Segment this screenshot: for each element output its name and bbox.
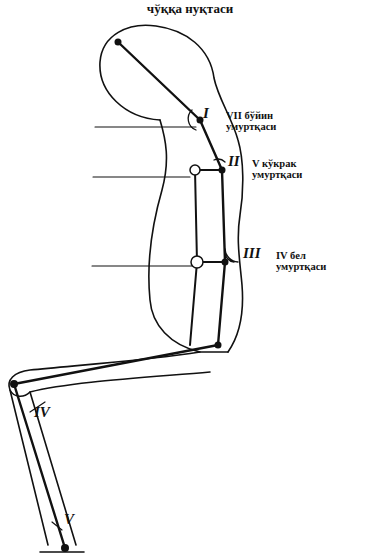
joint-circle [190,165,200,175]
callout-number: V [64,512,88,528]
thigh-outline [9,352,210,396]
vertebra-label: V кўкрак умуртқаси [252,158,322,180]
leader-line [92,127,196,266]
shin-outline [10,390,84,552]
body-link-line [14,42,225,548]
joint-dot [115,39,122,46]
callout-number: I [203,106,223,122]
callout-number: II [228,154,252,170]
callout-number: III [243,246,273,262]
joint-dot [197,117,204,124]
body-link-line [195,170,225,262]
vertebra-label: IV бел умуртқаси [276,250,346,272]
callout-number: IV [34,405,64,421]
figure-title: чўққа нуқтаси [90,2,290,16]
joint-circle [191,256,203,268]
leader-line [30,402,62,530]
angle-arc [214,159,225,162]
joint-dot [222,259,229,266]
vertebra-label: VII бўйин умуртқаси [226,110,288,132]
joint-dot [10,380,18,388]
joint-dot [215,342,222,349]
angle-arc [188,110,196,130]
joint-dot [61,544,69,552]
joint-dot [219,167,226,174]
